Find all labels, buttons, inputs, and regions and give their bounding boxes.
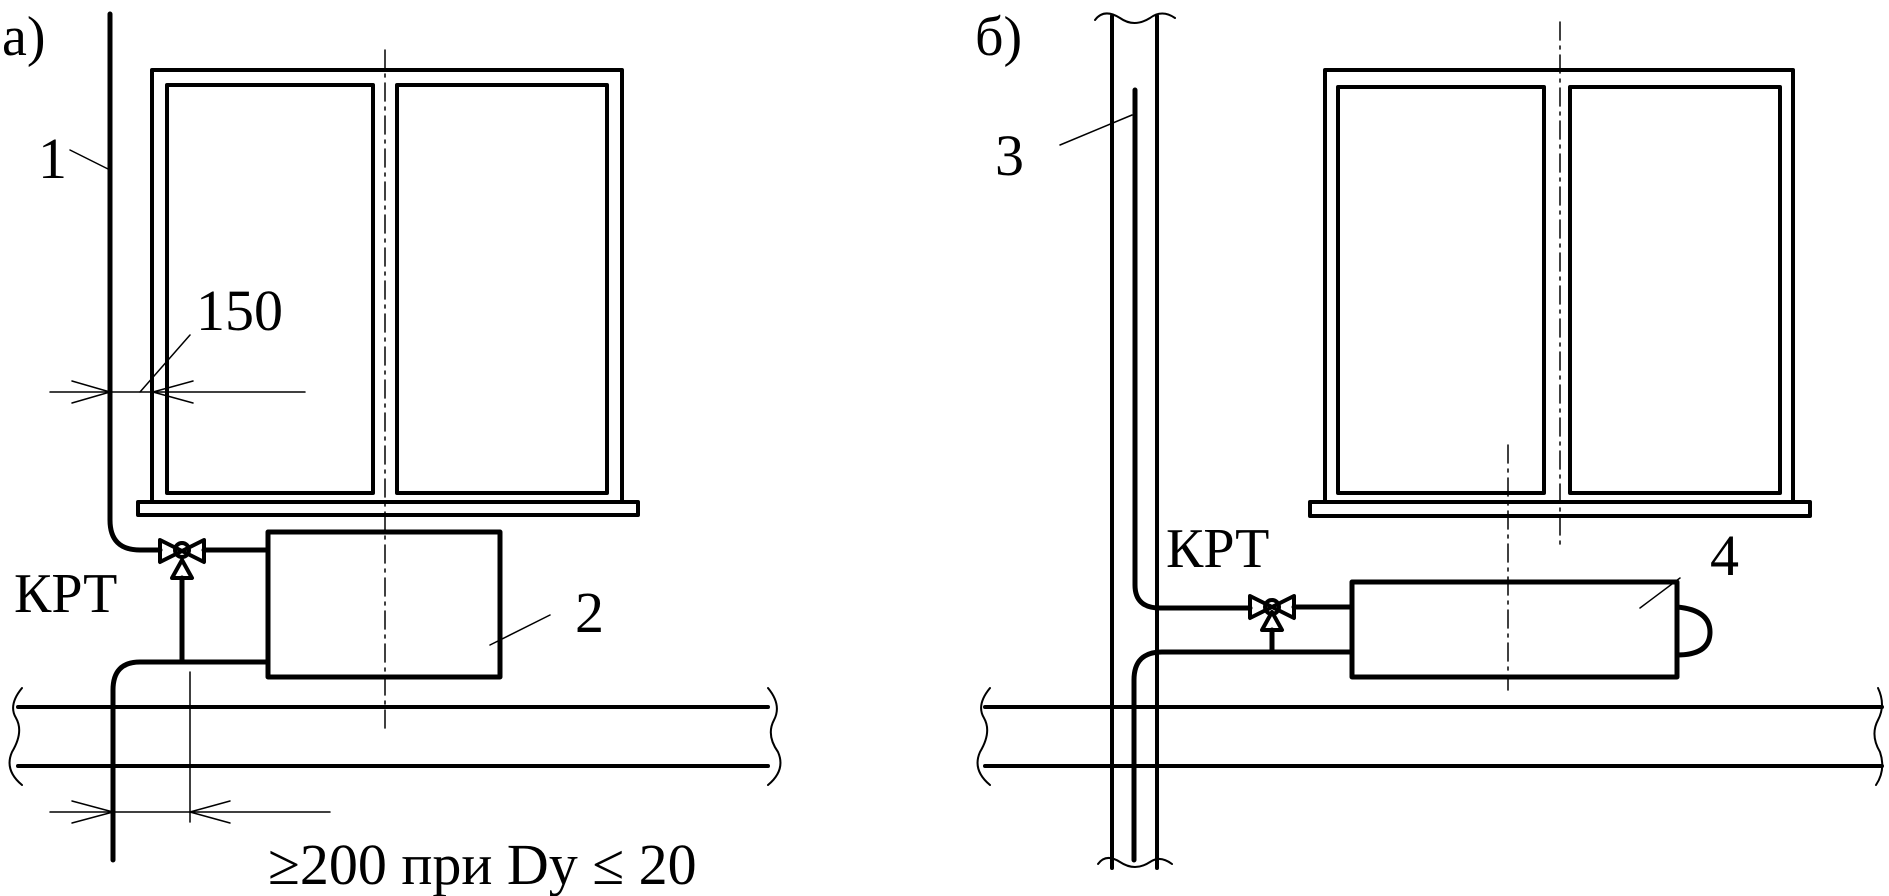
valve-b-left-wedge (1248, 594, 1274, 620)
valve-b-label: КРТ (1166, 518, 1269, 580)
valve-b (1248, 594, 1296, 632)
riser-a-pipe (107, 11, 163, 553)
dimension-150-leader (139, 334, 191, 393)
riser-a-callout: 1 (38, 126, 67, 191)
valve-a-left-wedge (158, 538, 184, 564)
valve-a (158, 538, 206, 580)
dimension-200: ≥200 при Dy ≤ 20 (49, 671, 697, 896)
riser-a-leader (69, 149, 111, 171)
riser-b-break-bottom (1097, 857, 1173, 868)
window-a (136, 49, 640, 731)
radiator-b-leader (1639, 577, 1681, 609)
floor-slab-b (976, 687, 1884, 786)
window-b-left-pane (1336, 85, 1546, 495)
dimension-200-text: ≥200 при Dy ≤ 20 (268, 832, 697, 896)
window-b-frame (1323, 68, 1795, 504)
riser-b-leader (1059, 114, 1133, 146)
floor-slab-a-break-left (8, 687, 23, 786)
valve-b-bottom-wedge (1260, 610, 1284, 632)
dimension-150-text: 150 (196, 278, 283, 343)
valve-a-bottom-wedge (170, 558, 194, 580)
radiator-b-callout: 4 (1710, 523, 1739, 588)
valve-a-stem (173, 541, 191, 559)
return-b-pipe (1131, 649, 1355, 863)
floor-slab-b-break-right (1873, 687, 1884, 786)
radiator-b-loop (1674, 604, 1713, 658)
dimension-150-arrow-left (71, 380, 111, 404)
window-b (1308, 21, 1812, 691)
radiator-a (265, 529, 503, 680)
riser-b-break-top (1094, 12, 1176, 24)
dimension-200-arrow-left (71, 800, 114, 824)
dimension-150-arrow-right (152, 380, 194, 404)
panel-b-label: б) (975, 6, 1022, 68)
floor-slab-a-break-right (767, 687, 782, 786)
panel-b: б) 3 КРТ (975, 6, 1884, 870)
window-a-right-pane (395, 83, 609, 495)
radiator-a-callout: 2 (575, 580, 604, 645)
riser-b-callout: 3 (995, 123, 1024, 188)
supply-b-branch (1132, 87, 1253, 611)
dimension-200-arrow-right (189, 800, 231, 824)
floor-slab-b-break-left (976, 687, 991, 786)
riser-b (1094, 12, 1176, 870)
return-a-pipe (110, 659, 271, 863)
window-b-right-pane (1568, 85, 1782, 495)
panel-a: а) 1 КРТ 2 (2, 6, 782, 896)
floor-slab-a (8, 687, 782, 786)
radiator-a-leader (489, 614, 551, 646)
dimension-150: 150 (49, 278, 306, 404)
window-a-sill (136, 500, 640, 517)
valve-a-label: КРТ (14, 563, 117, 625)
radiator-b (1349, 579, 1680, 680)
window-a-left-pane (165, 83, 375, 495)
panel-a-label: а) (2, 6, 46, 68)
